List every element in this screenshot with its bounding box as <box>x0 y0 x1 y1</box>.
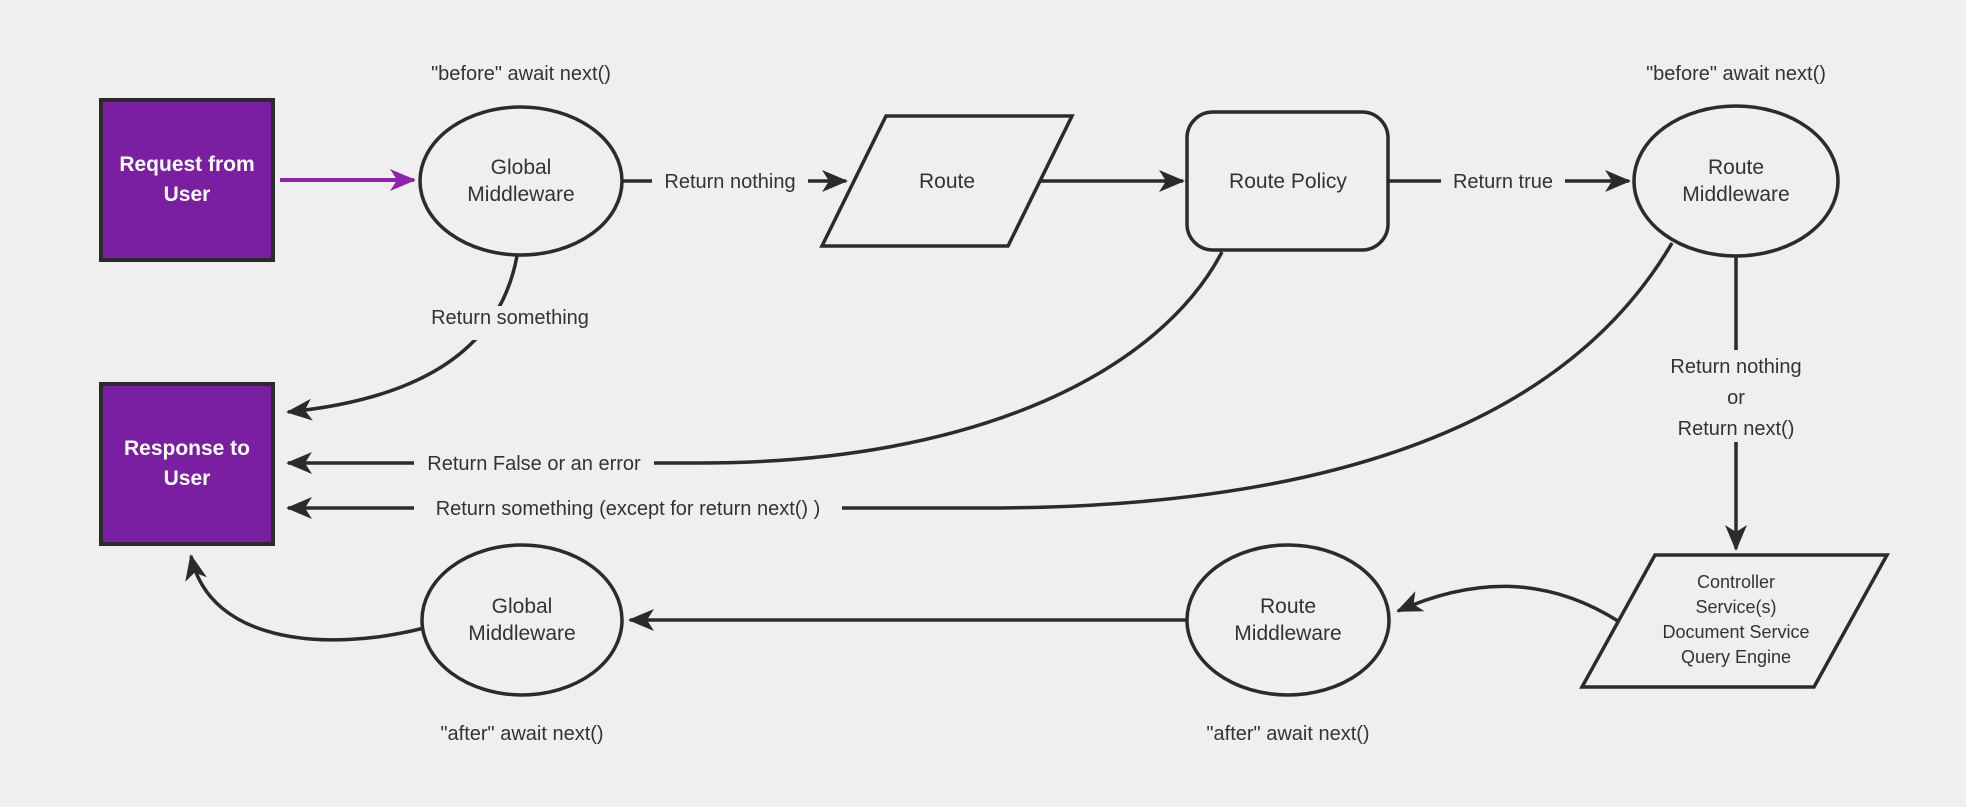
edge-label-after-await-next-right: "after" await next() <box>1206 723 1369 745</box>
route-middleware-bottom-node: Route Middleware <box>1185 543 1391 697</box>
controller-layer-label-line2: Service(s) <box>1695 597 1776 617</box>
label-mask <box>412 306 608 340</box>
edge-label-before-await-next-right: "before" await next() <box>1646 63 1826 85</box>
edge-label-return-nothing-or-line3: Return next() <box>1678 418 1795 440</box>
edge-route-middleware-to-response <box>286 242 1674 519</box>
edge-controller-to-route-middleware-after <box>1396 584 1619 623</box>
edge-label-return-something: Return something <box>431 307 589 329</box>
edge-label-return-nothing-or-line2: or <box>1727 387 1745 409</box>
controller-layer-label-line3: Document Service <box>1662 622 1809 642</box>
global-middleware-top-node: Global Middleware <box>418 105 624 257</box>
request-from-user-node: Request from User <box>99 98 275 262</box>
label-mask <box>1648 350 1826 442</box>
response-to-user-label-line2: User <box>164 467 211 490</box>
global-middleware-bottom-label-line2: Middleware <box>468 622 575 645</box>
edge-label-return-true: Return true <box>1453 171 1553 193</box>
route-label: Route <box>919 170 975 193</box>
request-from-user-label-line2: User <box>164 183 211 206</box>
edge-label-return-nothing-or-line1: Return nothing <box>1670 356 1801 378</box>
request-from-user-label-line1: Request from <box>119 153 254 176</box>
label-mask <box>414 446 654 480</box>
edge-label-after-await-next-left: "after" await next() <box>440 723 603 745</box>
global-middleware-bottom-node: Global Middleware <box>420 543 624 697</box>
label-mask <box>652 164 808 198</box>
route-policy-node: Route Policy <box>1185 110 1390 252</box>
route-node: Route <box>819 114 1075 248</box>
edge-route-policy-to-response <box>286 251 1224 474</box>
global-middleware-bottom-label-line1: Global <box>492 595 553 618</box>
response-to-user-label-line1: Response to <box>124 437 250 460</box>
edge-global-middleware-after-to-response <box>185 554 425 642</box>
controller-layer-node: Controller Service(s) Document Service Q… <box>1579 553 1890 689</box>
controller-layer-label-line4: Query Engine <box>1681 647 1791 667</box>
route-middleware-top-label-line2: Middleware <box>1682 183 1789 206</box>
edge-label-return-false: Return False or an error <box>427 453 641 475</box>
edge-label-return-nothing: Return nothing <box>664 171 795 193</box>
route-policy-label: Route Policy <box>1229 170 1347 193</box>
label-mask <box>414 491 842 525</box>
route-middleware-bottom-label-line1: Route <box>1260 595 1316 618</box>
controller-layer-label-line1: Controller <box>1697 572 1775 592</box>
response-to-user-node: Response to User <box>99 382 275 546</box>
label-mask <box>1441 164 1565 198</box>
route-middleware-top-node: Route Middleware <box>1632 104 1840 258</box>
route-middleware-bottom-label-line2: Middleware <box>1234 622 1341 645</box>
edge-label-before-await-next-left: "before" await next() <box>431 63 611 85</box>
route-middleware-top-label-line1: Route <box>1708 156 1764 179</box>
edge-global-middleware-to-response <box>286 255 519 421</box>
global-middleware-top-label-line2: Middleware <box>467 183 574 206</box>
edge-label-return-something-except: Return something (except for return next… <box>436 498 821 520</box>
global-middleware-top-label-line1: Global <box>491 156 552 179</box>
